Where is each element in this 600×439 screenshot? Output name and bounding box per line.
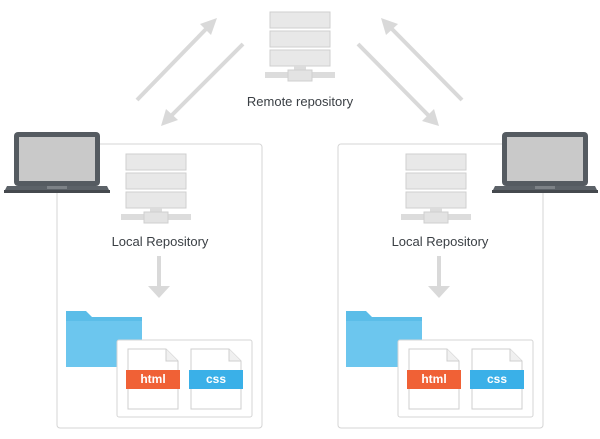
pull-arrow-left bbox=[168, 42, 245, 119]
laptop-right-icon bbox=[492, 132, 598, 193]
push-arrow-right bbox=[388, 25, 464, 102]
html-badge-right: html bbox=[407, 370, 461, 389]
pull-arrowhead-right-icon bbox=[422, 109, 439, 126]
html-badge-left: html bbox=[126, 370, 180, 389]
push-arrowhead-left-icon bbox=[200, 18, 217, 35]
push-arrow-left bbox=[135, 25, 210, 102]
laptop-left-icon bbox=[4, 132, 110, 193]
pull-arrow-right bbox=[356, 42, 432, 119]
remote-server-icon bbox=[264, 11, 336, 82]
checkout-arrow-right bbox=[428, 256, 450, 298]
local-repository-label-left: Local Repository bbox=[111, 234, 209, 249]
local-repository-label-right: Local Repository bbox=[391, 234, 489, 249]
css-badge-right: css bbox=[470, 370, 524, 389]
checkout-arrow-left bbox=[148, 256, 170, 298]
push-arrowhead-right-icon bbox=[381, 18, 398, 35]
remote-repository-label: Remote repository bbox=[246, 94, 354, 109]
css-badge-left: css bbox=[189, 370, 243, 389]
pull-arrowhead-left-icon bbox=[161, 109, 178, 126]
